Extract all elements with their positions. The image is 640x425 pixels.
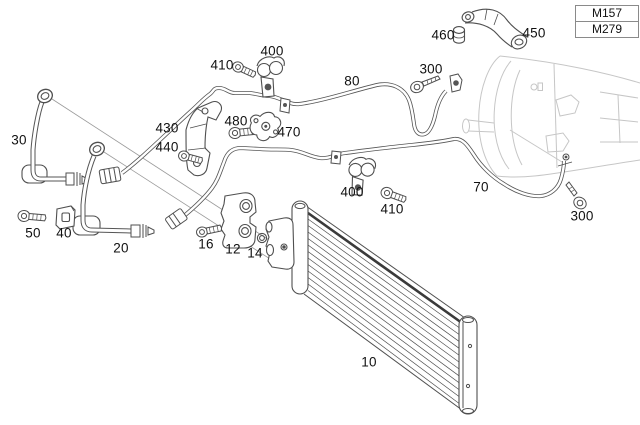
screw-16-part <box>196 224 223 238</box>
hose-30-part <box>21 88 89 186</box>
part-label-430[interactable]: 430 <box>155 120 179 136</box>
fitting-300-lower-part <box>557 161 587 210</box>
transmission-outline <box>462 55 640 178</box>
pipe-clip-small-upper <box>279 97 291 114</box>
clamp-400-lower-part <box>348 157 377 196</box>
hose-20-part <box>72 141 155 238</box>
fitting-300-upper-part <box>410 73 463 94</box>
part-label-12[interactable]: 12 <box>225 241 241 257</box>
part-label-30[interactable]: 30 <box>11 132 27 148</box>
part-label-460[interactable]: 460 <box>431 27 455 43</box>
part-label-450[interactable]: 450 <box>522 25 546 41</box>
part-label-80[interactable]: 80 <box>344 73 360 89</box>
connector-block <box>220 192 257 249</box>
screw-50-part <box>17 209 47 223</box>
engine-code-m157: M157 <box>591 6 623 20</box>
screw-440-part <box>178 150 203 165</box>
pipe-80-line <box>98 82 448 185</box>
bracket-450-part <box>461 8 528 50</box>
part-label-440[interactable]: 440 <box>155 139 179 155</box>
part-label-480[interactable]: 480 <box>224 113 248 129</box>
part-label-400-lower[interactable]: 400 <box>340 184 364 200</box>
oil-cooler <box>291 200 478 415</box>
part-label-14[interactable]: 14 <box>247 245 263 261</box>
part-label-300-upper[interactable]: 300 <box>419 61 443 77</box>
pipe-clip-small-lower <box>330 150 342 165</box>
engine-code-legend: M157 M279 <box>575 5 639 38</box>
clamp-470-part <box>249 111 282 142</box>
o-ring <box>256 232 268 244</box>
part-label-16[interactable]: 16 <box>198 236 214 252</box>
part-label-400-upper[interactable]: 400 <box>260 43 284 59</box>
part-label-20[interactable]: 20 <box>113 240 129 256</box>
part-label-410-upper[interactable]: 410 <box>210 57 234 73</box>
screw-410-upper-part <box>232 61 257 78</box>
clip-nut-40-part <box>55 205 76 230</box>
engine-code-m279: M279 <box>576 21 638 37</box>
part-label-470[interactable]: 470 <box>277 124 301 140</box>
pipe-70-line <box>165 136 570 230</box>
screw-410-lower-part <box>380 186 407 203</box>
grommet-460-part <box>452 26 466 44</box>
part-label-410-lower[interactable]: 410 <box>380 201 404 217</box>
part-label-40[interactable]: 40 <box>56 225 72 241</box>
part-label-300-lower[interactable]: 300 <box>570 208 594 224</box>
clamp-400-upper-part <box>256 56 285 98</box>
part-label-70[interactable]: 70 <box>473 179 489 195</box>
part-label-50[interactable]: 50 <box>25 225 41 241</box>
cooler-connector-block <box>265 217 295 270</box>
part-label-10[interactable]: 10 <box>361 354 377 370</box>
